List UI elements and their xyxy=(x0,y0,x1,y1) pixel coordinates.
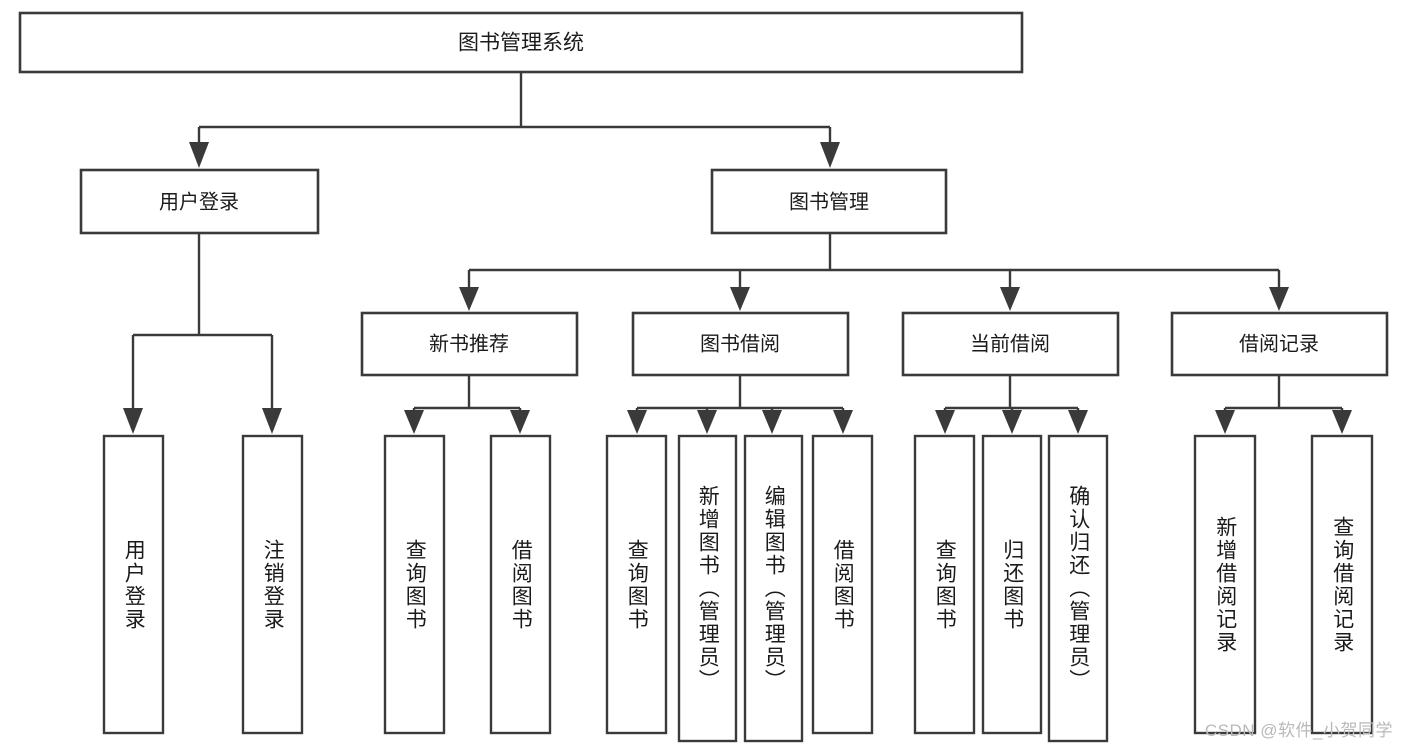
leaf-box-query-book-3[interactable] xyxy=(913,434,976,735)
arrow-head-leaf-query-record xyxy=(1332,410,1352,434)
arrow-head-leaf-query-book-1 xyxy=(404,410,424,434)
leaf-box-borrow-book-1[interactable] xyxy=(489,434,552,735)
connector-group-borrow-record xyxy=(1215,375,1352,434)
leaf-box-query-record[interactable] xyxy=(1310,434,1374,735)
leaf-box-user-login[interactable] xyxy=(102,434,165,735)
arrow-head-leaf-return-book xyxy=(1002,410,1022,434)
leaf-boxes-borrow-record xyxy=(1193,434,1374,735)
node-user-login[interactable]: 用户登录 xyxy=(79,168,320,235)
node-user-login-label: 用户登录 xyxy=(159,190,239,213)
arrow-head-book-borrow xyxy=(730,287,750,311)
node-borrow-record-box[interactable] xyxy=(1170,311,1389,377)
leaf-boxes-current-borrow xyxy=(913,434,1109,743)
node-borrow-record-label: 借阅记录 xyxy=(1239,332,1319,355)
connector-group-book-manage xyxy=(459,233,1289,311)
node-book-manage-box[interactable] xyxy=(710,168,948,235)
arrow-head-leaf-add-record xyxy=(1215,410,1235,434)
arrow-head-new-book-recommend xyxy=(459,287,479,311)
node-new-book-recommend-label: 新书推荐 xyxy=(429,332,509,355)
arrow-head-book-manage xyxy=(820,142,840,168)
connector-group-book-borrow xyxy=(627,375,853,434)
connector-group-current-borrow xyxy=(935,375,1088,434)
leaf-box-add-book[interactable] xyxy=(677,434,738,743)
node-user-login-box[interactable] xyxy=(79,168,320,235)
leaf-box-borrow-book-2[interactable] xyxy=(811,434,874,735)
node-root[interactable]: 图书管理系统 xyxy=(18,11,1024,74)
leaf-box-return-book[interactable] xyxy=(981,434,1043,735)
leaf-box-confirm-return[interactable] xyxy=(1047,434,1109,743)
node-book-borrow-box[interactable] xyxy=(631,311,850,377)
leaf-box-logout[interactable] xyxy=(241,434,304,735)
arrow-head-leaf-add-book xyxy=(697,410,717,434)
arrow-head-leaf-logout xyxy=(262,408,282,434)
leaf-box-query-book-2[interactable] xyxy=(605,434,668,735)
leaf-box-edit-book[interactable] xyxy=(743,434,804,743)
leaf-boxes-user-login xyxy=(102,434,304,735)
connector-group-root xyxy=(189,72,840,168)
leaf-boxes-new-book-recommend xyxy=(383,434,552,735)
arrow-head-leaf-edit-book xyxy=(762,410,782,434)
connector-group-user-login xyxy=(123,233,282,434)
leaf-boxes-book-borrow xyxy=(605,434,874,743)
node-book-borrow-label: 图书借阅 xyxy=(700,332,780,355)
connector-group-new-book-recommend xyxy=(404,375,530,434)
arrow-head-leaf-confirm-return xyxy=(1068,410,1088,434)
node-book-manage-label: 图书管理 xyxy=(789,190,869,213)
node-current-borrow[interactable]: 当前借阅 xyxy=(901,311,1120,377)
arrow-head-leaf-query-book-3 xyxy=(935,410,955,434)
leaf-box-add-record[interactable] xyxy=(1193,434,1257,735)
node-borrow-record[interactable]: 借阅记录 xyxy=(1170,311,1389,377)
node-book-borrow[interactable]: 图书借阅 xyxy=(631,311,850,377)
node-root-label: 图书管理系统 xyxy=(458,32,584,55)
node-book-manage[interactable]: 图书管理 xyxy=(710,168,948,235)
node-new-book-recommend-box[interactable] xyxy=(360,311,579,377)
leaf-box-query-book-1[interactable] xyxy=(383,434,446,735)
arrow-head-leaf-borrow-book-2 xyxy=(833,410,853,434)
arrow-head-leaf-borrow-book-1 xyxy=(510,410,530,434)
node-current-borrow-box[interactable] xyxy=(901,311,1120,377)
arrow-head-leaf-query-book-2 xyxy=(627,410,647,434)
arrow-head-borrow-record xyxy=(1269,287,1289,311)
node-new-book-recommend[interactable]: 新书推荐 xyxy=(360,311,579,377)
arrow-head-user-login xyxy=(189,142,209,168)
arrow-head-leaf-user-login xyxy=(123,408,143,434)
arrow-head-current-borrow xyxy=(1000,287,1020,311)
node-root-box[interactable] xyxy=(18,11,1024,74)
node-current-borrow-label: 当前借阅 xyxy=(970,332,1050,355)
